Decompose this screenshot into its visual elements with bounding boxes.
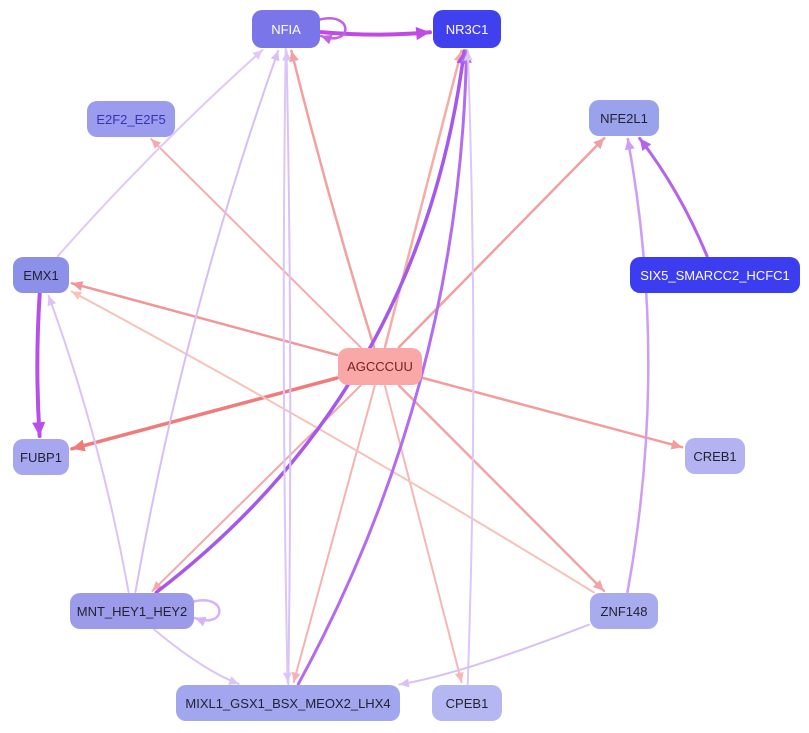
arrowhead-icon xyxy=(282,672,292,682)
arrowhead-icon xyxy=(639,138,652,151)
graph-edge-cpeb1-nr3c1[interactable] xyxy=(463,50,475,685)
edge-line[interactable] xyxy=(153,628,240,685)
graph-edge-agcccuu-nfia[interactable] xyxy=(289,49,376,349)
edge-line[interactable] xyxy=(47,294,130,593)
edge-line[interactable] xyxy=(319,30,432,37)
graph-node-fubp1[interactable]: FUBP1 xyxy=(13,439,69,475)
graph-edge-mnt_hey1_hey2-emx1[interactable] xyxy=(47,294,130,593)
graph-edge-six5_smarcc2_hcfc1-nfe2l1[interactable] xyxy=(638,136,709,258)
graph-edge-nfia-mixl1_gsx1_bsx_meox2_lhx4[interactable] xyxy=(282,48,292,683)
graph-edge-agcccuu-znf148[interactable] xyxy=(397,384,606,593)
graph-edge-agcccuu-cpeb1[interactable] xyxy=(384,385,464,684)
arrowhead-icon xyxy=(151,139,162,149)
graph-edge-agcccuu-creb1[interactable] xyxy=(421,376,684,450)
arrowhead-icon xyxy=(32,421,46,436)
arrowhead-icon xyxy=(291,671,301,683)
graph-edge-znf148-mixl1_gsx1_bsx_meox2_lhx4[interactable] xyxy=(398,623,591,688)
arrowhead-icon xyxy=(252,50,263,60)
arrowhead-icon xyxy=(282,51,292,61)
edge-line[interactable] xyxy=(626,137,650,594)
arrowhead-icon xyxy=(270,50,280,62)
edge-line[interactable] xyxy=(638,136,709,258)
edge-line[interactable] xyxy=(397,384,606,593)
arrowhead-icon xyxy=(71,439,86,452)
graph-edge-nfia-nr3c1[interactable] xyxy=(319,26,432,41)
graph-edge-emx1-nfia[interactable] xyxy=(56,49,264,258)
edge-line[interactable] xyxy=(134,49,280,593)
graph-edge-agcccuu-e2f2_e2f5[interactable] xyxy=(150,138,362,349)
graph-edge-agcccuu-mnt_hey1_hey2[interactable] xyxy=(151,384,362,592)
arrowhead-icon xyxy=(71,281,84,291)
graph-node-emx1[interactable]: EMX1 xyxy=(13,257,69,293)
arrowhead-icon xyxy=(71,291,83,300)
graph-edge-agcccuu-fubp1[interactable] xyxy=(70,376,339,452)
graph-node-nfia[interactable]: NFIA xyxy=(252,10,320,48)
graph-node-creb1[interactable]: CREB1 xyxy=(685,438,745,474)
graph-edge-mixl1_gsx1_bsx_meox2_lhx4-nfia[interactable] xyxy=(282,50,292,685)
edge-line[interactable] xyxy=(282,48,289,683)
arrowhead-icon xyxy=(321,34,333,45)
arrowhead-icon xyxy=(454,671,464,683)
edge-line[interactable] xyxy=(398,623,591,686)
edge-line[interactable] xyxy=(35,292,42,438)
arrowhead-icon xyxy=(415,26,430,41)
arrowhead-icon xyxy=(195,616,207,627)
graph-edge-emx1-fubp1[interactable] xyxy=(32,292,46,438)
arrowhead-icon xyxy=(624,139,635,151)
arrowhead-icon xyxy=(593,138,605,150)
graph-node-mixl1_gsx1_bsx_meox2_lhx4[interactable]: MIXL1_GSX1_BSX_MEOX2_LHX4 xyxy=(176,685,400,721)
edge-line[interactable] xyxy=(466,50,475,685)
edge-line[interactable] xyxy=(285,50,292,685)
graph-node-mnt_hey1_hey2[interactable]: MNT_HEY1_HEY2 xyxy=(70,593,194,629)
graph-edge-mnt_hey1_hey2-mnt_hey1_hey2[interactable] xyxy=(190,599,221,627)
graph-node-nr3c1[interactable]: NR3C1 xyxy=(433,10,501,48)
arrowhead-icon xyxy=(152,581,163,591)
graph-edge-mnt_hey1_hey2-nfia[interactable] xyxy=(134,49,280,593)
graph-node-nfe2l1[interactable]: NFE2L1 xyxy=(589,100,659,136)
edge-line[interactable] xyxy=(384,385,463,684)
edge-line[interactable] xyxy=(56,49,264,258)
arrowhead-icon xyxy=(289,50,299,63)
graph-node-znf148[interactable]: ZNF148 xyxy=(590,593,658,629)
arrowhead-icon xyxy=(463,51,473,61)
graph-edge-znf148-emx1[interactable] xyxy=(70,290,595,594)
graph-edge-agcccuu-mixl1_gsx1_bsx_meox2_lhx4[interactable] xyxy=(291,385,376,684)
arrowhead-icon xyxy=(592,579,604,591)
graph-node-six5_smarcc2_hcfc1[interactable]: SIX5_SMARCC2_HCFC1 xyxy=(630,257,800,293)
edge-line[interactable] xyxy=(150,138,362,349)
arrowhead-icon xyxy=(47,295,57,307)
edge-line[interactable] xyxy=(290,49,376,349)
arrowhead-icon xyxy=(399,678,410,688)
graph-node-e2f2_e2f5[interactable]: E2F2_E2F5 xyxy=(87,101,175,137)
graph-edge-mnt_hey1_hey2-mixl1_gsx1_bsx_meox2_lhx4[interactable] xyxy=(153,628,240,685)
edge-line[interactable] xyxy=(70,290,595,594)
graph-edge-znf148-nfe2l1[interactable] xyxy=(624,137,650,594)
edge-line[interactable] xyxy=(70,282,339,357)
edge-line[interactable] xyxy=(292,385,376,684)
edge-line[interactable] xyxy=(383,49,463,349)
edge-line[interactable] xyxy=(70,376,339,451)
graph-edge-nfia-nfia[interactable] xyxy=(316,17,347,45)
graph-node-cpeb1[interactable]: CPEB1 xyxy=(432,685,502,721)
arrowhead-icon xyxy=(228,676,239,685)
arrowhead-icon xyxy=(670,439,683,450)
graph-edge-agcccuu-nr3c1[interactable] xyxy=(383,49,464,349)
edge-line[interactable] xyxy=(397,136,606,349)
graph-edge-agcccuu-nfe2l1[interactable] xyxy=(397,136,606,349)
graph-edge-agcccuu-emx1[interactable] xyxy=(70,281,339,357)
edge-line[interactable] xyxy=(421,376,684,449)
edge-line[interactable] xyxy=(151,384,362,592)
graph-node-agcccuu[interactable]: AGCCCUU xyxy=(338,348,422,385)
